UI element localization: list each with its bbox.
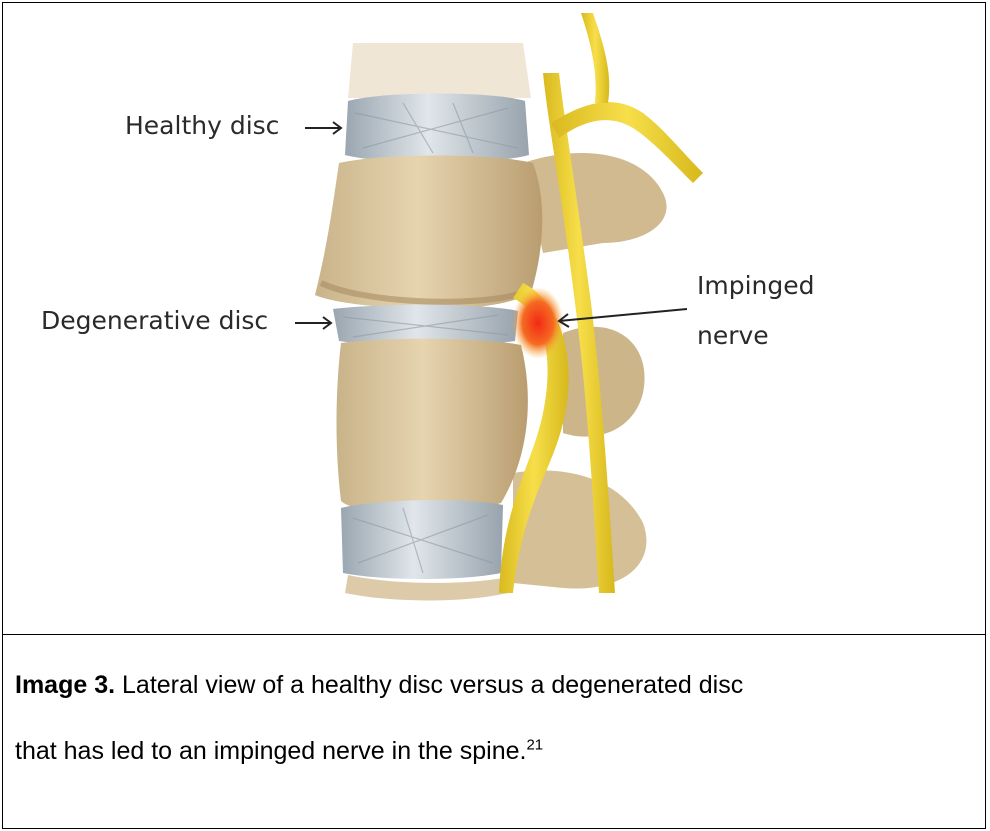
spine-illustration: Healthy disc Degenerative disc Impinged … [3,3,985,633]
facet-process-upper [523,153,667,253]
nerve-branch-top [581,13,609,103]
label-impinged-line2: nerve [697,323,769,348]
impingement-highlight [512,287,564,359]
lower-vertebra [337,339,528,513]
label-impinged-line1: Impinged [697,273,815,298]
label-healthy-disc: Healthy disc [125,113,279,138]
degenerative-disc-arrow [295,317,331,329]
facet-process-lower [563,327,645,437]
top-vertebra [348,43,531,98]
cell-divider [2,634,986,635]
label-degenerative-disc: Degenerative disc [41,308,268,333]
upper-vertebra [315,156,542,310]
caption-label: Image 3. [15,671,115,699]
healthy-disc-arrow [305,122,341,134]
caption-reference: 21 [526,737,543,754]
figure-caption: Image 3. Lateral view of a healthy disc … [15,652,970,784]
caption-line2: that has led to an impinged nerve in the… [15,737,526,765]
caption-line1: Lateral view of a healthy disc versus a … [115,671,743,699]
